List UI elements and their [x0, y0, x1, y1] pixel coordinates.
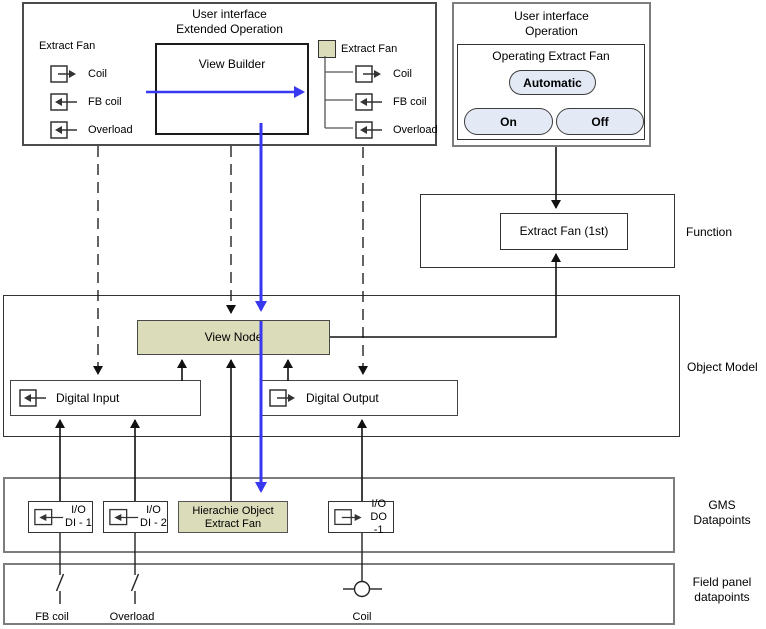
gms-label-line1: GMS	[708, 498, 736, 512]
io-di1-box: I/O DI - 1	[28, 501, 93, 533]
coil-symbol-label: Coil	[352, 611, 372, 623]
io-do1-type: I/O	[371, 497, 386, 510]
coil-output-icon	[355, 65, 383, 83]
ui-operation-title-line2: Operation	[525, 24, 578, 38]
fbcoil-input-icon	[50, 93, 78, 111]
digital-output-icon	[268, 389, 298, 407]
left-group-title: Extract Fan	[39, 40, 96, 52]
io-di1-type: I/O	[71, 504, 86, 516]
hierarchy-object-line1: Hierachie Object	[192, 505, 274, 517]
view-builder-box: View Builder	[155, 43, 309, 135]
io-di2-type: I/O	[146, 504, 161, 516]
io-do1-name: DO -1	[370, 510, 387, 536]
digital-output-box: Digital Output	[260, 380, 458, 416]
ui-operation-title-line1: User interface	[514, 9, 589, 23]
hierarchy-object-line2: Extract Fan	[204, 518, 262, 530]
left-coil-label: Coil	[88, 68, 107, 80]
view-node-label: View Node	[204, 330, 263, 344]
io-output-icon	[334, 508, 363, 527]
ui-extended-title-line2: Extended Operation	[176, 22, 283, 36]
overload-input-icon	[355, 121, 383, 139]
field-panel-layer-label: Field panel datapoints	[680, 575, 764, 605]
io-di2-box: I/O DI - 2	[103, 501, 168, 533]
hierarchy-object-box: Hierachie Object Extract Fan	[178, 501, 288, 533]
ui-operation-box: User interface Operation Operating Extra…	[452, 2, 651, 147]
fbcoil-input-icon	[355, 93, 383, 111]
overload-contact-label: Overload	[109, 611, 155, 623]
ui-extended-operation-box: User interface Extended Operation Extrac…	[22, 2, 438, 146]
io-di1-name: DI - 1	[65, 517, 92, 529]
field-panel-label-line1: Field panel	[692, 575, 752, 589]
digital-output-label: Digital Output	[306, 390, 379, 405]
on-button[interactable]: On	[464, 108, 553, 135]
io-input-icon	[109, 508, 139, 527]
object-model-layer-label: Object Model	[687, 360, 758, 374]
digital-input-label: Digital Input	[56, 390, 120, 405]
right-overload-label: Overload	[393, 124, 438, 136]
automatic-button[interactable]: Automatic	[509, 70, 596, 95]
extract-fan-node-icon	[318, 40, 336, 58]
ui-extended-title-line1: User interface	[192, 7, 267, 21]
gms-label-line2: Datapoints	[693, 513, 751, 527]
field-panel-label-line2: datapoints	[694, 590, 750, 604]
extract-fan-1st-label: Extract Fan (1st)	[519, 224, 609, 238]
gms-layer-label: GMS Datapoints	[682, 498, 762, 528]
coil-output-icon	[50, 65, 78, 83]
left-fbcoil-label: FB coil	[88, 96, 122, 108]
io-input-icon	[34, 508, 64, 527]
off-button[interactable]: Off	[556, 108, 644, 135]
extract-fan-1st-box: Extract Fan (1st)	[500, 213, 628, 250]
right-fbcoil-label: FB coil	[393, 96, 427, 108]
digital-input-box: Digital Input	[10, 380, 201, 416]
field-panel-layer-box	[3, 563, 675, 625]
view-node-box: View Node	[137, 320, 330, 355]
fb-coil-contact-label: FB coil	[35, 611, 69, 623]
operating-panel-title: Operating Extract Fan	[492, 49, 610, 63]
overload-input-icon	[50, 121, 78, 139]
digital-input-icon	[18, 389, 48, 407]
left-overload-label: Overload	[88, 124, 133, 136]
function-layer-label: Function	[686, 225, 733, 239]
io-do1-box: I/O DO -1	[328, 497, 394, 536]
view-builder-label: View Builder	[198, 57, 266, 71]
io-di2-name: DI - 2	[140, 517, 167, 529]
right-group-title: Extract Fan	[341, 43, 398, 55]
right-coil-label: Coil	[393, 68, 412, 80]
